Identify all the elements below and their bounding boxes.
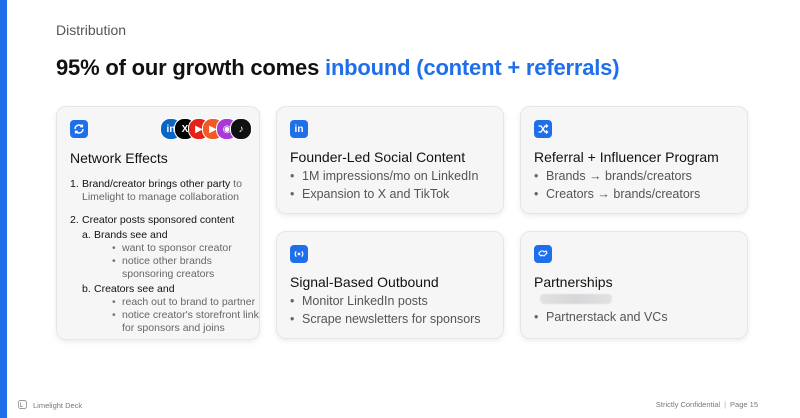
- linkedin-icon: in: [290, 120, 308, 138]
- broadcast-icon: [290, 245, 308, 263]
- footer-right: Strictly Confidential|Page 15: [656, 400, 758, 409]
- list-item: 1. Brand/creator brings other party to L…: [70, 178, 242, 203]
- partnerships-bullets: Partnerstack and VCs: [534, 309, 668, 327]
- list-item: Monitor LinkedIn posts: [290, 293, 481, 309]
- confidentiality-note: Strictly Confidential: [655, 400, 721, 409]
- tiktok-icon: ♪: [230, 118, 252, 140]
- footer-left: Limelight Deck: [18, 400, 82, 411]
- list-item: Scrape newsletters for sponsors: [290, 311, 481, 327]
- subsublist: want to sponsor creator notice other bra…: [112, 242, 260, 281]
- footer-separator: |: [724, 400, 727, 409]
- list-item: Partnerstack and VCs: [534, 309, 668, 325]
- list-item: Expansion to X and TikTok: [290, 186, 478, 202]
- refresh-icon: [70, 120, 88, 138]
- redacted-text: [540, 294, 612, 304]
- handshake-icon: [534, 245, 552, 263]
- partnerships-title: Partnerships: [534, 274, 613, 290]
- deck-name: Limelight Deck: [33, 401, 83, 410]
- headline-accent: inbound (content + referrals): [325, 55, 620, 80]
- signal-outbound-title: Signal-Based Outbound: [290, 274, 439, 290]
- social-platforms-cluster: in X ▶ ▶ ◉ ♪: [160, 118, 252, 140]
- referral-program-bullets: Brands → brands/creators Creators → bran…: [534, 168, 700, 204]
- headline-prefix: 95% of our growth comes: [56, 55, 326, 80]
- section-eyebrow: Distribution: [56, 22, 127, 38]
- subsublist: reach out to brand to partner notice cre…: [112, 296, 260, 335]
- list-item: 1M impressions/mo on LinkedIn: [290, 168, 478, 184]
- list-item: 2. Creator posts sponsored content: [70, 214, 235, 226]
- founder-social-title: Founder-Led Social Content: [290, 149, 466, 165]
- shuffle-icon: [534, 120, 552, 138]
- page-headline: 95% of our growth comes inbound (content…: [56, 55, 620, 81]
- referral-program-title: Referral + Influencer Program: [534, 149, 719, 165]
- page-number: Page 15: [730, 400, 758, 409]
- list-item: a. Brands see and: [82, 229, 168, 241]
- signal-outbound-bullets: Monitor LinkedIn posts Scrape newsletter…: [290, 293, 481, 329]
- deck-logo-icon: [18, 400, 27, 411]
- left-accent-bar: [0, 0, 7, 418]
- network-effects-list: 1. Brand/creator brings other party to L…: [70, 178, 260, 335]
- sublist: a. Brands see and want to sponsor creato…: [82, 229, 260, 335]
- founder-social-bullets: 1M impressions/mo on LinkedIn Expansion …: [290, 168, 478, 204]
- list-item: b. Creators see and: [82, 283, 175, 295]
- list-item: Creators → brands/creators: [534, 186, 700, 202]
- list-item: Brands → brands/creators: [534, 168, 700, 184]
- network-effects-title: Network Effects: [70, 150, 168, 166]
